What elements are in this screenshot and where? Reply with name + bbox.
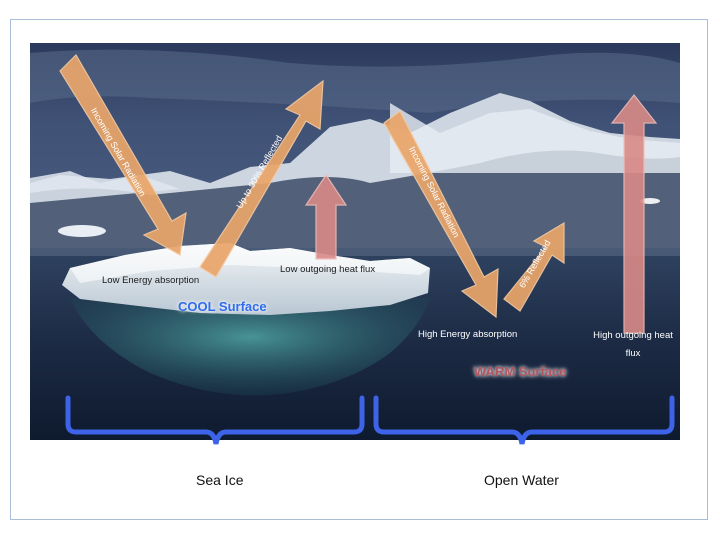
reflected-arrow-right	[503, 221, 565, 312]
ice-floe	[58, 225, 106, 237]
sea-ice-label: Sea Ice	[196, 472, 244, 488]
incoming-solar-arrow-left	[59, 54, 187, 256]
low-heat-flux-arrow	[304, 173, 348, 260]
submerged-ice	[70, 298, 430, 396]
iceberg-scene: Incoming Solar Radiation Up to 90% Refle…	[30, 43, 680, 440]
figure-frame	[10, 19, 708, 520]
cool-surface-label: COOL Surface	[178, 299, 267, 314]
open-water-brace	[373, 395, 675, 445]
reflected-arrow-left	[199, 79, 324, 278]
high-absorption-label: High Energy absorption	[418, 329, 518, 340]
low-heat-flux-label: Low outgoing heat flux	[280, 264, 376, 275]
low-absorption-label: Low Energy absorption	[102, 275, 200, 286]
warm-surface-label: WARM Surface	[474, 364, 567, 379]
snow-peak	[390, 103, 680, 173]
rocky-shore	[30, 150, 680, 258]
scene-illustration	[30, 43, 680, 440]
high-heat-flux-arrow	[610, 94, 658, 334]
clouds	[30, 49, 680, 113]
incoming-solar-arrow-right	[383, 110, 499, 319]
open-water-label: Open Water	[484, 472, 559, 488]
high-heat-flux-label: High outgoing heat flux	[593, 330, 673, 360]
sea-ice-brace	[65, 395, 365, 445]
